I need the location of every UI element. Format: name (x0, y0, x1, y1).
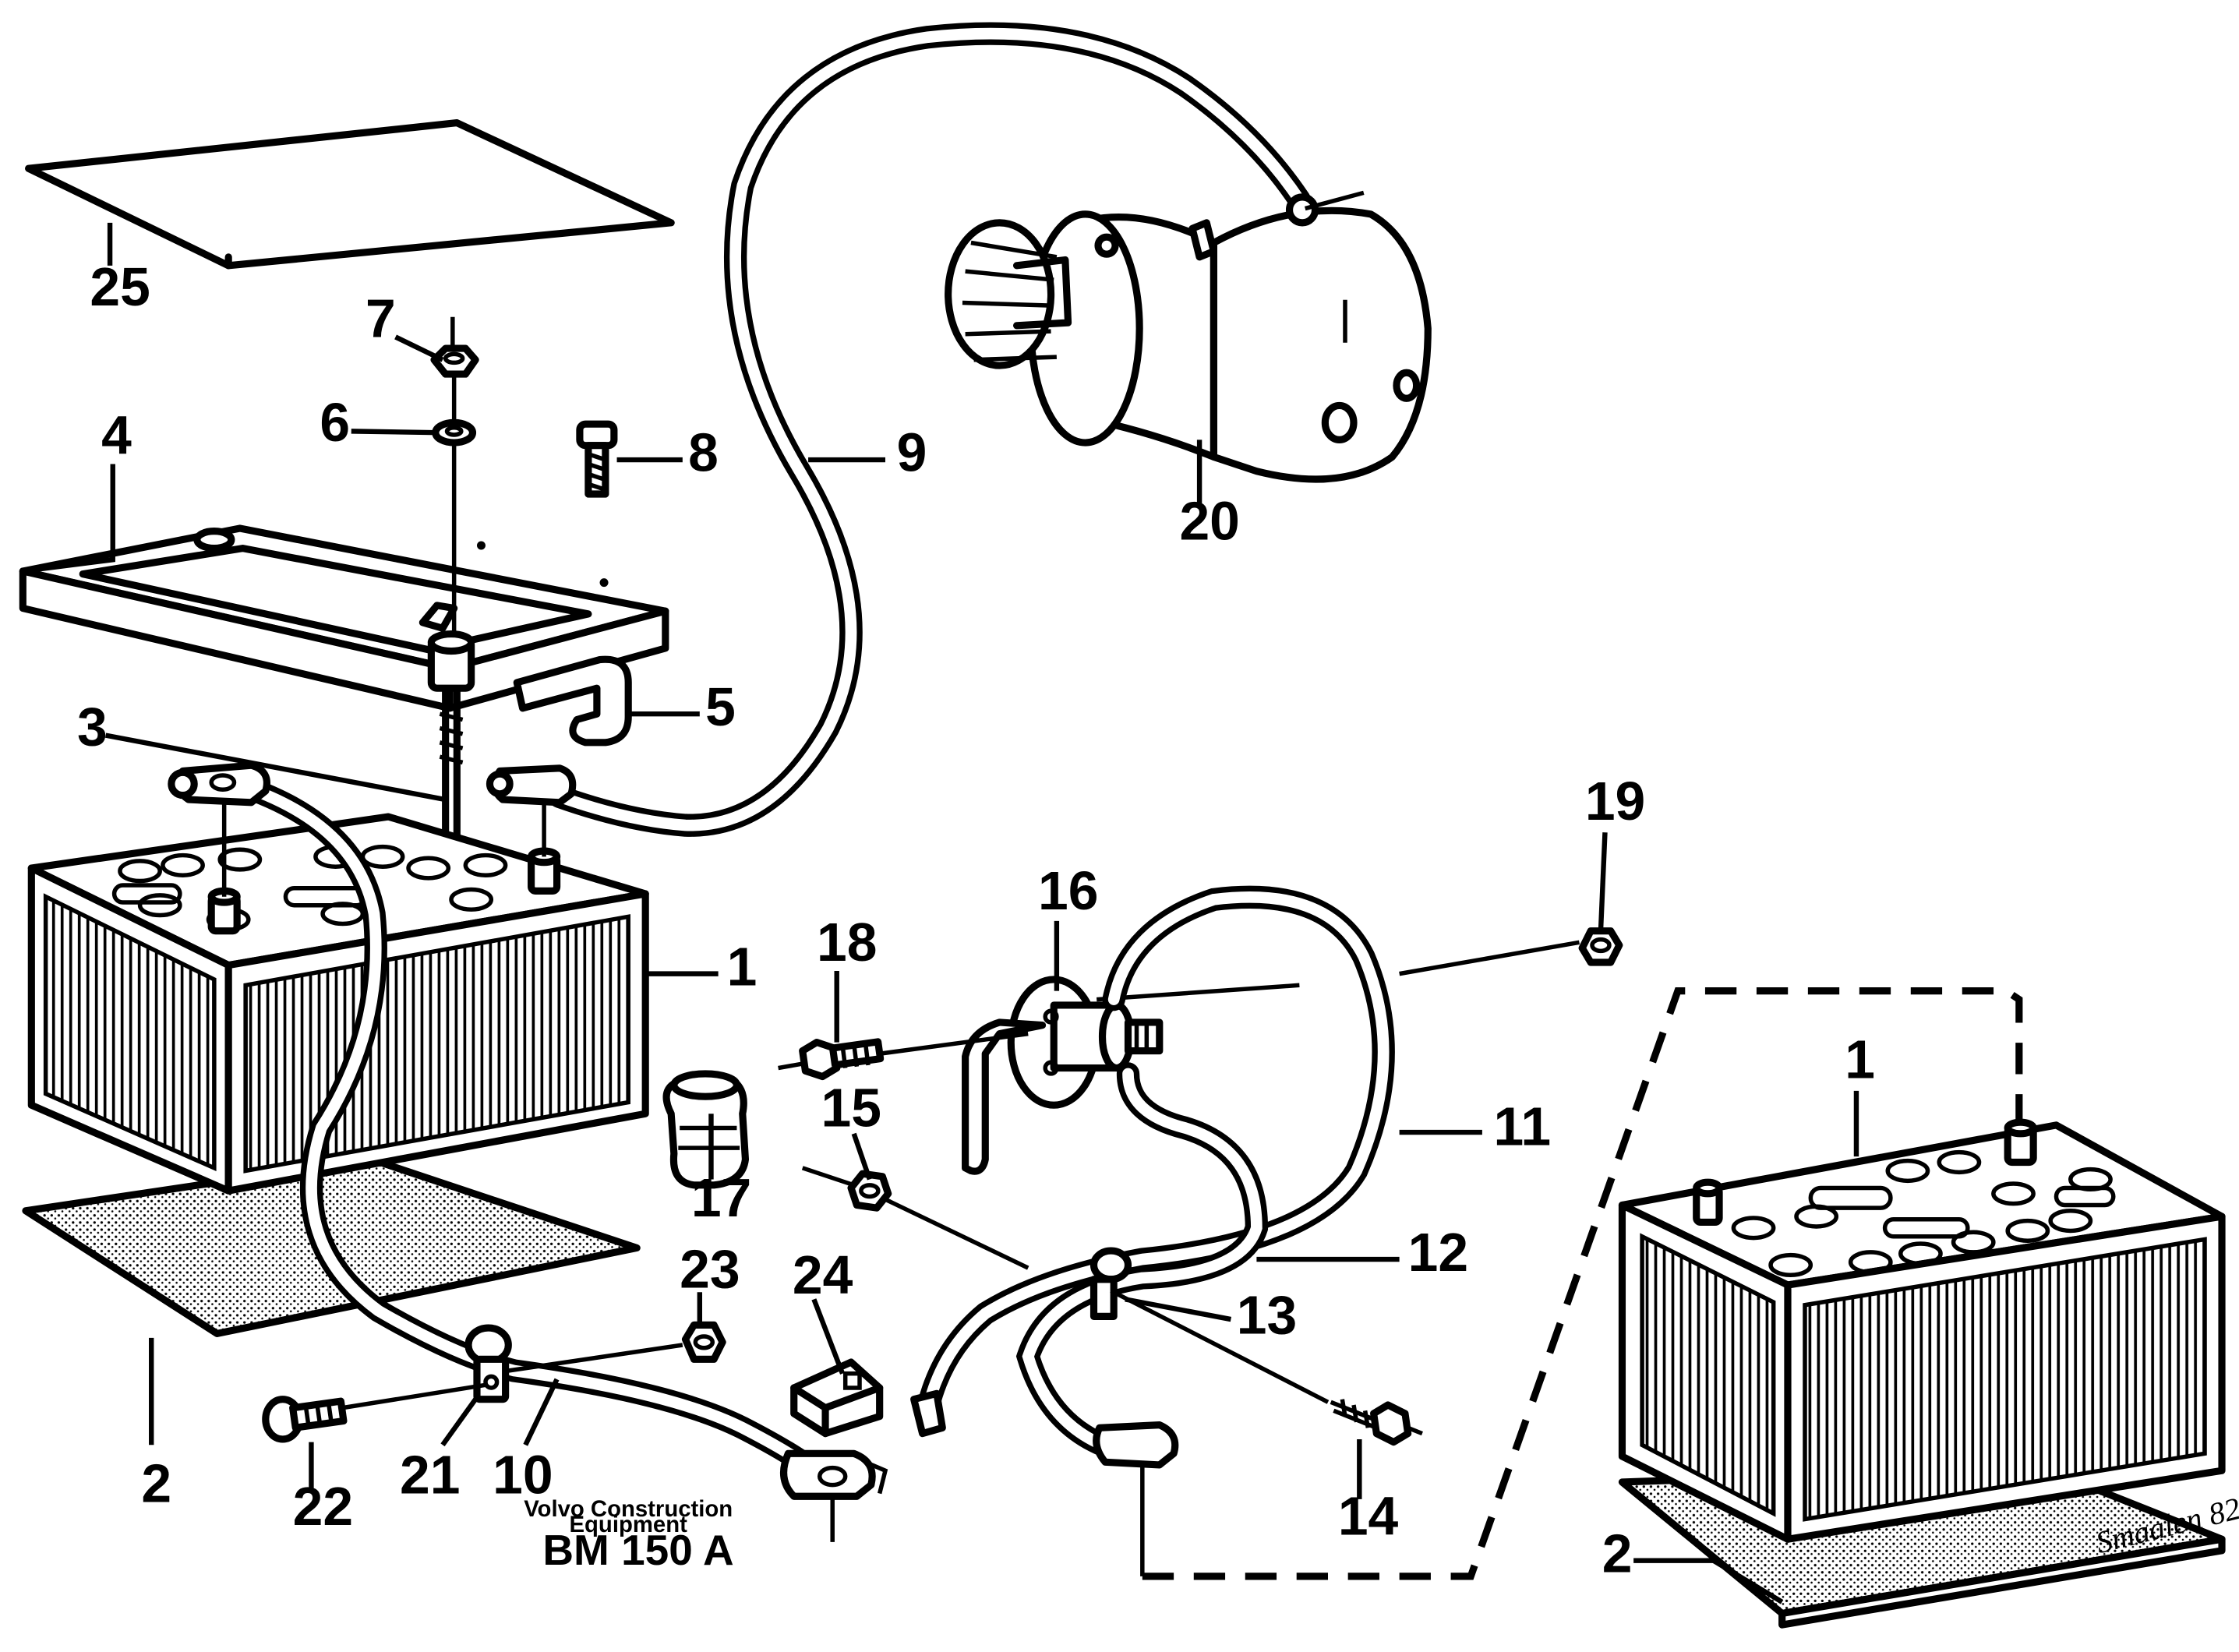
frame-screw (576, 420, 618, 498)
battery-right (1618, 1118, 2226, 1543)
label-1-left: 1 (727, 936, 758, 997)
label-20: 20 (1179, 491, 1239, 552)
hold-down-nut (430, 316, 479, 378)
label-15: 15 (821, 1078, 881, 1138)
leader-lines (22, 222, 1859, 1604)
label-5: 5 (705, 676, 736, 737)
label-18: 18 (817, 912, 877, 972)
label-7: 7 (366, 288, 396, 348)
switch-screw (778, 1031, 1029, 1081)
spring-washer (432, 418, 477, 447)
label-19: 19 (1585, 771, 1645, 831)
dashed-connection-line (1142, 987, 2023, 1580)
label-4: 4 (101, 405, 132, 466)
battery-main-switch (962, 976, 1300, 1175)
clip-screw-14 (1110, 1288, 1423, 1446)
cable-clip-13 (1089, 1247, 1132, 1320)
label-1-right: 1 (1845, 1029, 1875, 1089)
label-24: 24 (793, 1244, 853, 1305)
part-number-labels: 25 7 6 8 4 9 20 5 3 1 19 16 18 1 15 11 1… (77, 256, 1875, 1583)
label-2-right: 2 (1602, 1523, 1633, 1583)
negative-terminal-clamp (779, 1449, 888, 1500)
starter-cable (486, 22, 1312, 857)
label-23: 23 (680, 1239, 740, 1300)
credit-line-1: Volvo Construction (524, 1496, 733, 1522)
terminal-rubber-cover (662, 1070, 750, 1189)
switch-nut (801, 1166, 1029, 1270)
switch-terminal-nut (1399, 927, 1623, 976)
label-2-left: 2 (141, 1453, 171, 1514)
label-22: 22 (293, 1476, 353, 1537)
clip-nut-23 (507, 1321, 726, 1373)
label-25: 25 (90, 256, 150, 317)
switch-cable-12 (1015, 1062, 1269, 1576)
cable-clip-21 (464, 1324, 512, 1403)
label-17: 17 (691, 1167, 751, 1228)
label-10: 10 (493, 1445, 553, 1506)
battery-hold-down-frame (19, 524, 669, 712)
switch-cable-11 (910, 885, 1395, 1438)
label-3: 3 (77, 696, 108, 757)
label-9: 9 (897, 422, 927, 483)
hold-down-bracket (513, 655, 632, 747)
terminal-block-24 (790, 1358, 884, 1438)
cover-plate (25, 119, 675, 270)
label-21: 21 (400, 1445, 460, 1506)
starter-motor (945, 190, 1432, 483)
label-14: 14 (1338, 1486, 1399, 1547)
label-12: 12 (1408, 1222, 1468, 1283)
label-8: 8 (688, 422, 719, 483)
credit-line-2: Equipment (570, 1512, 688, 1537)
label-16: 16 (1038, 860, 1098, 921)
clip-screw-22 (262, 1382, 486, 1443)
label-13: 13 (1237, 1284, 1297, 1345)
label-11: 11 (1494, 1096, 1552, 1157)
battery-left (27, 813, 649, 1195)
battery-terminal-clamp (168, 761, 270, 807)
credit-block: Volvo Construction Equipment BM 150 A (524, 1496, 734, 1574)
reference-code: BM 150 A (542, 1526, 733, 1574)
label-6: 6 (320, 392, 350, 453)
